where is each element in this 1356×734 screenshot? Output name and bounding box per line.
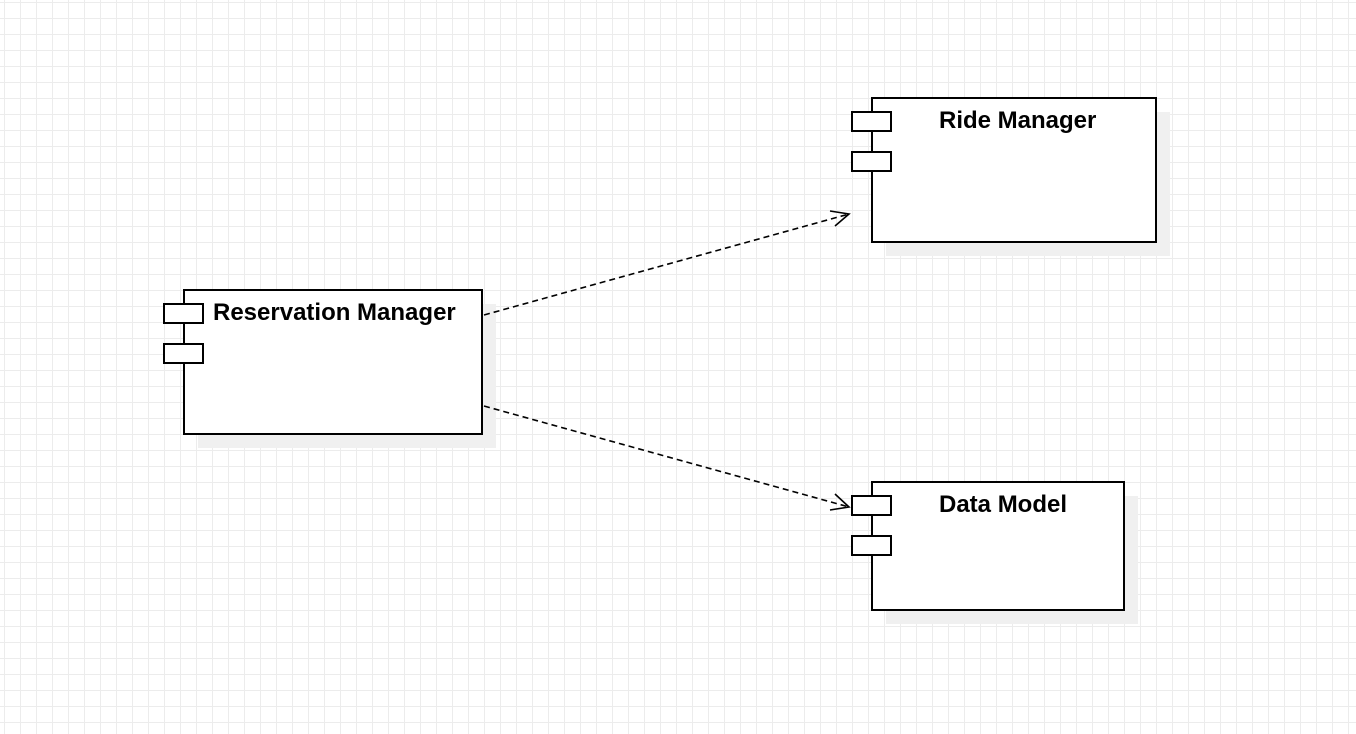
component-data-model[interactable]: Data Model — [871, 481, 1125, 611]
component-title: Ride Manager — [939, 107, 1097, 134]
component-port-icon — [851, 495, 892, 516]
component-title: Reservation Manager — [213, 299, 456, 326]
component-ride-manager[interactable]: Ride Manager — [871, 97, 1157, 243]
component-reservation-manager[interactable]: Reservation Manager — [183, 289, 483, 435]
component-port-icon — [851, 535, 892, 556]
dependency-arrow-data-model[interactable] — [483, 405, 851, 511]
component-title: Data Model — [939, 491, 1068, 518]
component-port-icon — [851, 111, 892, 132]
component-port-icon — [163, 303, 204, 324]
component-port-icon — [163, 343, 204, 364]
dependency-arrow-ride-manager[interactable] — [483, 210, 851, 316]
component-port-icon — [851, 151, 892, 172]
